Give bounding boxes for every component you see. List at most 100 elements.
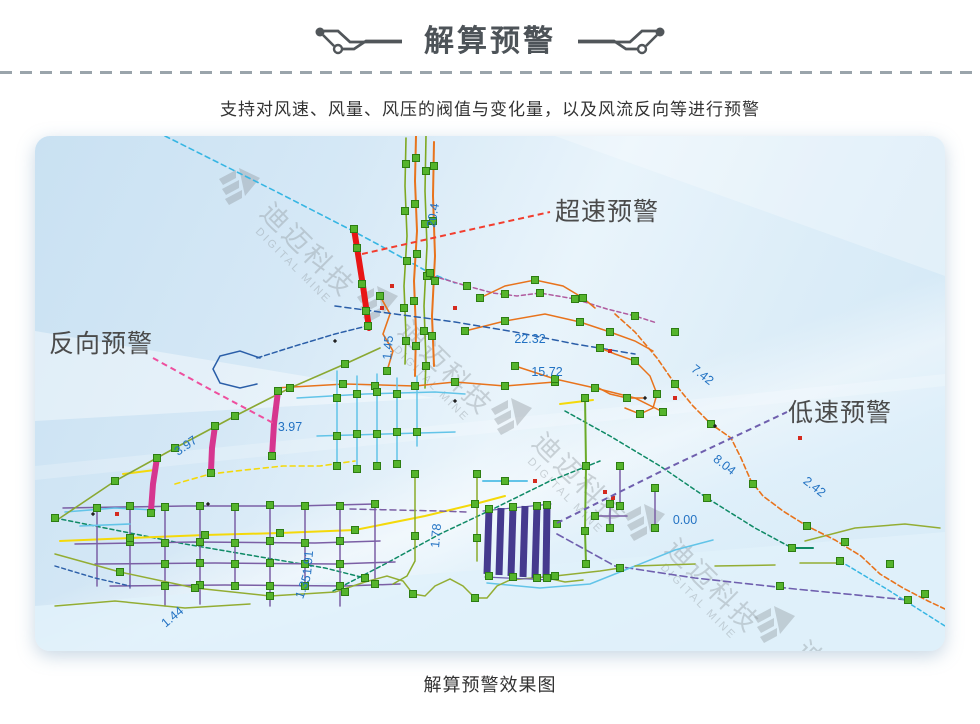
airflow-value: 1.78 — [428, 523, 444, 549]
junction-node — [485, 505, 493, 513]
junction-node — [383, 367, 391, 375]
network-branch — [274, 381, 556, 389]
junction-node — [126, 502, 134, 510]
junction-node — [426, 269, 434, 277]
network-branch — [392, 473, 416, 585]
junction-node — [301, 539, 309, 547]
junction-node — [591, 512, 599, 520]
junction-node — [231, 412, 239, 420]
junction-node — [266, 559, 274, 567]
network-branch — [349, 508, 468, 513]
network-branch — [804, 523, 941, 542]
watermark-logo-icon — [760, 628, 777, 643]
junction-node — [836, 557, 844, 565]
junction-node — [485, 572, 493, 580]
device-marker — [205, 501, 211, 507]
junction-node — [371, 500, 379, 508]
device-marker — [332, 338, 338, 344]
junction-node — [93, 504, 101, 512]
junction-node — [364, 322, 372, 330]
junction-node — [841, 538, 849, 546]
junction-node — [196, 538, 204, 546]
junction-node — [412, 342, 420, 350]
junction-node — [207, 469, 215, 477]
network-branch — [79, 523, 131, 527]
junction-node — [276, 529, 284, 537]
junction-node — [336, 502, 344, 510]
junction-node — [410, 297, 418, 305]
junction-node — [211, 422, 219, 430]
airflow-value: 3.97 — [278, 420, 302, 434]
junction-node — [351, 526, 359, 534]
junction-node — [409, 590, 417, 598]
fan-marker — [603, 490, 607, 494]
junction-node — [631, 357, 639, 365]
junction-node — [463, 282, 471, 290]
watermark-logo-icon — [757, 618, 774, 633]
junction-node — [651, 484, 659, 492]
junction-node — [286, 384, 294, 392]
junction-node — [402, 337, 410, 345]
junction-node — [371, 580, 379, 588]
network-branch — [464, 313, 654, 352]
junction-node — [333, 432, 341, 440]
junction-node — [373, 462, 381, 470]
airflow-value: 15.72 — [531, 365, 562, 379]
network-branch — [54, 553, 621, 599]
junction-node — [161, 503, 169, 511]
network-branch — [634, 563, 696, 567]
junction-node — [393, 390, 401, 398]
junction-node — [531, 276, 539, 284]
airflow-value: 1.91 — [300, 550, 316, 576]
junction-node — [501, 290, 509, 298]
junction-node — [376, 292, 384, 300]
annotation-label-lowspeed: 低速预警 — [788, 399, 892, 427]
junction-node — [161, 560, 169, 568]
junction-node — [116, 568, 124, 576]
junction-node — [301, 560, 309, 568]
dashed-divider — [0, 71, 980, 74]
junction-node — [606, 500, 614, 508]
device-marker — [712, 423, 718, 429]
junction-node — [266, 501, 274, 509]
junction-node — [509, 503, 517, 511]
junction-node — [616, 502, 624, 510]
network-branch — [62, 503, 376, 509]
network-branch — [583, 395, 588, 565]
watermark-logo-icon — [219, 170, 236, 185]
reverse-airway-3 — [269, 388, 281, 459]
network-branch — [486, 539, 714, 589]
junction-node — [420, 327, 428, 335]
junction-node — [201, 531, 209, 539]
network-branch — [54, 517, 366, 579]
watermark-logo-icon — [494, 410, 511, 425]
junction-node — [582, 462, 590, 470]
junction-node — [651, 524, 659, 532]
junction-node — [161, 582, 169, 590]
junction-node — [533, 574, 541, 582]
junction-node — [501, 477, 509, 485]
junction-node — [111, 477, 119, 485]
junction-node — [266, 537, 274, 545]
network-branch — [64, 507, 156, 513]
junction-node — [776, 582, 784, 590]
fan-marker — [673, 396, 677, 400]
junction-node — [411, 470, 419, 478]
device-marker — [90, 511, 96, 517]
junction-node — [403, 257, 411, 265]
background-band — [555, 136, 945, 276]
airflow-value: 22.32 — [514, 332, 545, 346]
junction-node — [536, 289, 544, 297]
background-band — [35, 374, 945, 480]
network-branch — [74, 540, 381, 545]
junction-node — [551, 572, 559, 580]
junction-node — [336, 560, 344, 568]
junction-node — [591, 384, 599, 392]
junction-node — [501, 317, 509, 325]
watermark-logo-icon — [497, 420, 514, 435]
junction-node — [373, 388, 381, 396]
page-title: 解算预警 — [424, 24, 556, 58]
junction-node — [413, 428, 421, 436]
network-branch — [379, 295, 394, 372]
